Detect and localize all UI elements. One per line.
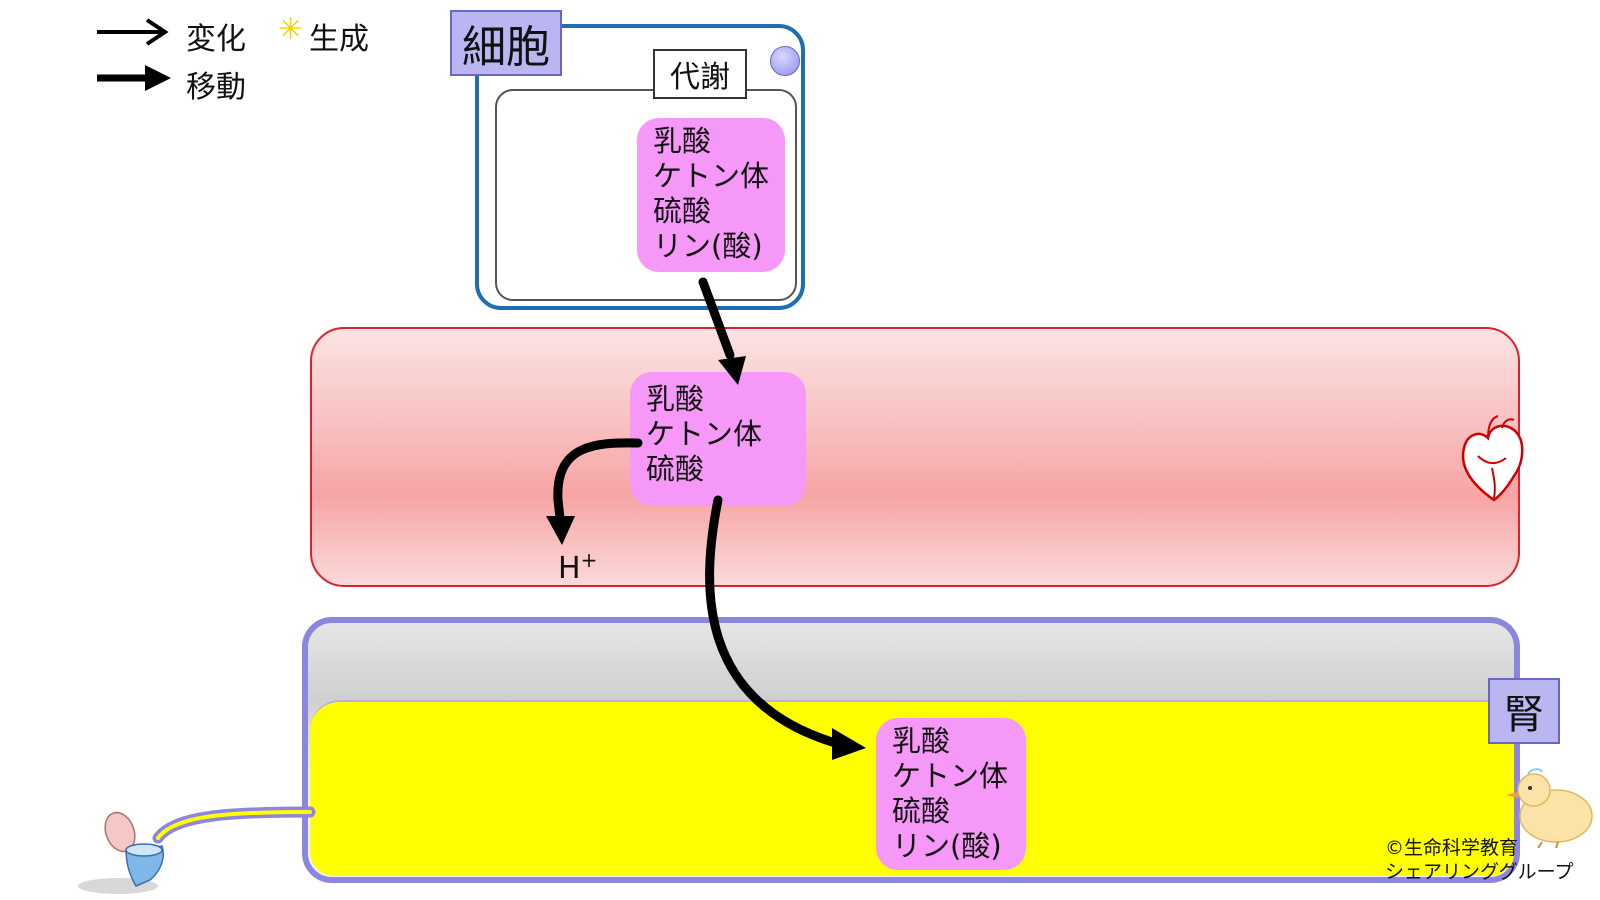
- metabolism-label: 代謝: [653, 49, 747, 99]
- urine-outflow-tube: [152, 806, 316, 844]
- cell-dot-icon: [770, 46, 800, 76]
- toilet-icon: [78, 811, 164, 894]
- cell-acid-lactic: 乳酸: [653, 124, 712, 158]
- kidney-acid-ketone: ケトン体: [892, 759, 1009, 793]
- cell-acid-ketone: ケトン体: [653, 159, 770, 193]
- cell-title: 細胞: [450, 10, 562, 76]
- legend-generate-label: 生成: [309, 22, 369, 57]
- credit-line-2: シェアリンググループ: [1385, 861, 1574, 883]
- credit-line-1: ©生命科学教育: [1385, 837, 1519, 859]
- kidney-title: 腎: [1488, 678, 1560, 744]
- kidney-acid-box: 乳酸 ケトン体 硫酸 リン(酸): [876, 718, 1026, 870]
- heart-icon: [1461, 415, 1524, 502]
- cell-acid-phosphoric: リン(酸): [653, 229, 763, 263]
- hydrogen-ion-label: H+: [558, 548, 598, 586]
- kidney-acid-lactic: 乳酸: [892, 724, 951, 758]
- blood-acid-sulfuric: 硫酸: [646, 452, 705, 486]
- copyright-credit: ©生命科学教育 シェアリンググループ: [1385, 836, 1573, 884]
- arrow-blood-to-kidney: [705, 495, 866, 760]
- cell-acid-sulfuric: 硫酸: [653, 194, 712, 228]
- kidney-acid-phosphoric: リン(酸): [892, 829, 1002, 863]
- blood-acid-ketone: ケトン体: [646, 417, 763, 451]
- blood-acid-box: 乳酸 ケトン体 硫酸: [630, 372, 806, 506]
- chick-icon: [1506, 768, 1593, 848]
- arrow-blood-to-h-ion: [546, 438, 643, 545]
- legend-generate-mark: ✳: [278, 12, 304, 47]
- legend-change-arrow: [97, 18, 169, 46]
- legend-change-label: 変化: [186, 22, 246, 57]
- legend-move-arrow: [97, 65, 171, 91]
- legend-move-label: 移動: [186, 70, 246, 105]
- arrow-cell-to-blood: [698, 277, 746, 385]
- blood-acid-lactic: 乳酸: [646, 382, 705, 416]
- blood-vessel: [310, 327, 1520, 587]
- kidney-acid-sulfuric: 硫酸: [892, 794, 951, 828]
- cell-acid-box: 乳酸 ケトン体 硫酸 リン(酸): [637, 118, 785, 272]
